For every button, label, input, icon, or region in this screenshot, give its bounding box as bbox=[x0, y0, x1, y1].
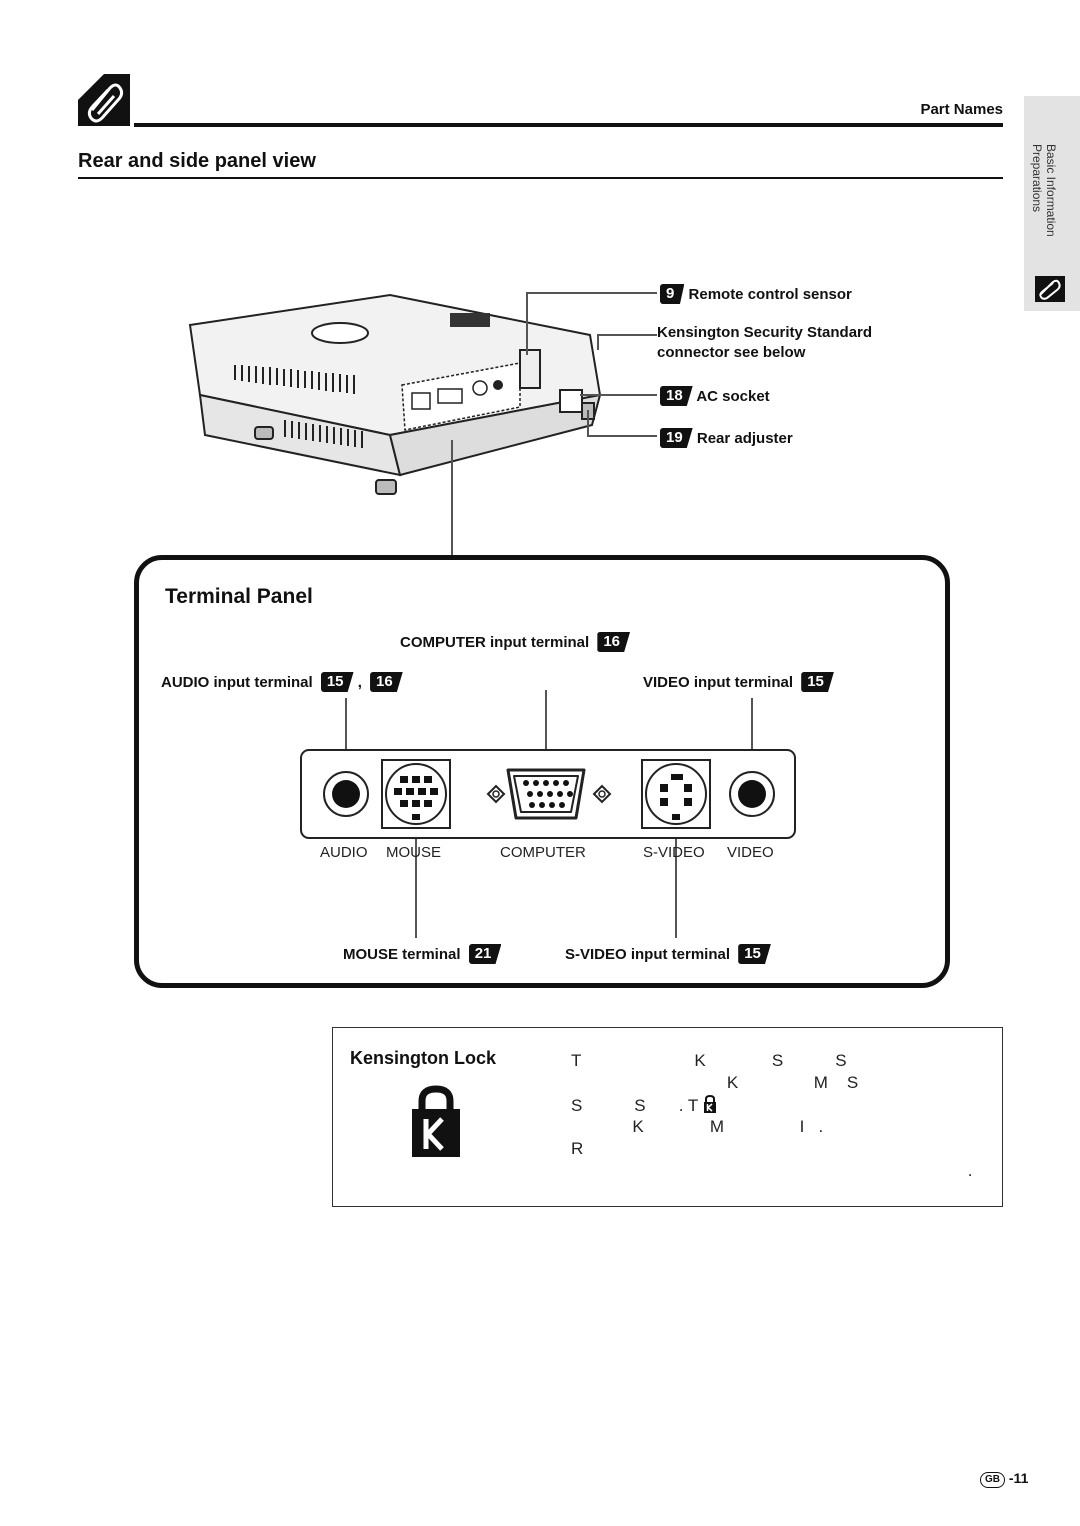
label-text: COMPUTER input terminal bbox=[400, 634, 590, 651]
callout-label: Remote control sensor bbox=[688, 286, 852, 303]
callout-number-badge: 9 bbox=[660, 284, 685, 304]
port-label-video: VIDEO bbox=[727, 844, 774, 861]
ref-badge: 16 bbox=[597, 632, 631, 652]
header-rule bbox=[134, 123, 1003, 127]
ref-badge: 21 bbox=[468, 944, 502, 964]
page-number: GB -11 bbox=[980, 1470, 1028, 1488]
callout-number-badge: 18 bbox=[660, 386, 693, 406]
side-tab-text: Basic Information Preparations bbox=[1030, 144, 1058, 237]
callout-label: Rear adjuster bbox=[696, 430, 793, 447]
port-label-audio: AUDIO bbox=[320, 844, 368, 861]
section-name: Part Names bbox=[920, 101, 1003, 118]
kensington-lock-icon bbox=[412, 1085, 460, 1157]
kensington-box bbox=[332, 1027, 1003, 1207]
label-text: AUDIO input terminal bbox=[161, 674, 313, 691]
connector-strip bbox=[300, 690, 796, 938]
side-tab-line2: Preparations bbox=[1030, 144, 1044, 213]
kensington-line: K M S bbox=[571, 1073, 859, 1092]
kensington-line: T K S S bbox=[571, 1051, 847, 1070]
kensington-line: S S . T bbox=[571, 1096, 699, 1115]
kensington-inline-icon bbox=[703, 1094, 716, 1113]
title-rule bbox=[78, 177, 1003, 179]
kensington-line: . bbox=[571, 1161, 973, 1180]
kensington-line: R bbox=[571, 1139, 584, 1158]
ref-badge: 16 bbox=[370, 672, 403, 692]
kensington-text: T K S S K M S S S . T K bbox=[571, 1051, 972, 1183]
section-icon bbox=[78, 74, 130, 126]
callout-label: AC socket bbox=[696, 388, 770, 405]
callout-remote-sensor: 9 Remote control sensor bbox=[656, 284, 852, 304]
callout-ac-socket: 18 AC socket bbox=[656, 386, 770, 406]
ref-separator: , bbox=[357, 674, 362, 691]
port-label-svideo: S-VIDEO bbox=[643, 844, 705, 861]
kensington-title: Kensington Lock bbox=[350, 1048, 497, 1068]
audio-terminal-label: AUDIO input terminal 15 , 16 bbox=[161, 672, 403, 692]
port-label-mouse: MOUSE bbox=[386, 844, 442, 861]
callout-leaders bbox=[451, 292, 657, 555]
page-number-text: -11 bbox=[1008, 1470, 1029, 1486]
label-text: S-VIDEO input terminal bbox=[565, 946, 731, 963]
callout-number-badge: 19 bbox=[660, 428, 693, 448]
video-terminal-label: VIDEO input terminal 15 bbox=[643, 672, 834, 692]
ref-badge: 15 bbox=[738, 944, 771, 964]
svideo-terminal-label: S-VIDEO input terminal 15 bbox=[565, 944, 771, 964]
region-badge: GB bbox=[980, 1472, 1005, 1488]
terminal-panel-title: Terminal Panel bbox=[165, 585, 313, 608]
computer-terminal-label: COMPUTER input terminal 16 bbox=[400, 632, 631, 652]
side-tab: Basic Information Preparations bbox=[1024, 96, 1080, 311]
terminal-panel-box bbox=[134, 555, 950, 988]
kensington-line: K M I . bbox=[571, 1117, 824, 1136]
side-tab-line1: Basic Information bbox=[1044, 144, 1058, 237]
label-text: VIDEO input terminal bbox=[643, 674, 794, 691]
projector-illustration bbox=[188, 293, 602, 495]
side-tab-icon bbox=[1035, 276, 1065, 302]
label-text: MOUSE terminal bbox=[343, 946, 461, 963]
callout-kensington-line2: connector see below bbox=[657, 344, 806, 361]
mouse-terminal-label: MOUSE terminal 21 bbox=[343, 944, 502, 964]
page-title: Rear and side panel view bbox=[78, 150, 316, 172]
kensington-line-with-icon: S S . T bbox=[571, 1094, 972, 1117]
ref-badge: 15 bbox=[320, 672, 354, 692]
ref-badge: 15 bbox=[801, 672, 834, 692]
callout-rear-adjuster: 19 Rear adjuster bbox=[656, 428, 793, 448]
callout-kensington-line1: Kensington Security Standard bbox=[657, 324, 873, 341]
port-label-computer: COMPUTER bbox=[500, 844, 586, 861]
